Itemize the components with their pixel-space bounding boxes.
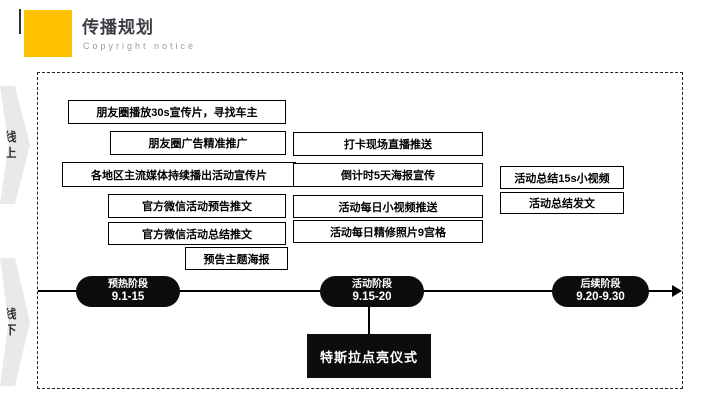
page-title: 传播规划 bbox=[82, 18, 154, 37]
activity-box: 朋友圈广告精准推广 bbox=[110, 131, 286, 155]
activity-box: 朋友圈播放30s宣传片，寻找车主 bbox=[68, 100, 286, 124]
timeline-phase-pill: 后续阶段 9.20-9.30 bbox=[552, 276, 649, 307]
phase-dates: 9.15-20 bbox=[352, 290, 392, 303]
activity-box: 各地区主流媒体持续播出活动宣传片 bbox=[62, 162, 296, 187]
timeline-phase-pill: 活动阶段 9.15-20 bbox=[320, 276, 424, 307]
phase-name: 预热阶段 bbox=[108, 279, 148, 291]
dashed-frame bbox=[37, 72, 683, 389]
activity-box: 打卡现场直播推送 bbox=[293, 132, 483, 156]
page-subtitle: Copyright notice bbox=[83, 41, 197, 51]
activity-box: 活动每日精修照片9宫格 bbox=[293, 220, 483, 243]
timeline-arrowhead-icon bbox=[672, 285, 682, 297]
header-accent-tick bbox=[19, 9, 21, 34]
activity-box: 预告主题海报 bbox=[185, 247, 288, 270]
lane-label-offline: 线下 bbox=[4, 306, 17, 337]
phase-dates: 9.1-15 bbox=[111, 290, 145, 303]
timeline-phase-pill: 预热阶段 9.1-15 bbox=[76, 276, 180, 307]
event-box: 特斯拉点亮仪式 bbox=[307, 334, 431, 378]
lane-arrow-offline: 线下 bbox=[0, 258, 30, 386]
activity-box: 活动总结发文 bbox=[500, 192, 624, 214]
activity-box: 官方微信活动预告推文 bbox=[108, 194, 286, 218]
activity-box: 官方微信活动总结推文 bbox=[108, 222, 286, 245]
phase-dates: 9.20-9.30 bbox=[576, 290, 625, 303]
lane-arrow-online: 线上 bbox=[0, 86, 30, 204]
activity-box: 倒计时5天海报宣传 bbox=[293, 163, 483, 187]
yellow-logo-square bbox=[24, 10, 72, 57]
activity-box: 活动每日小视频推送 bbox=[293, 195, 483, 218]
phase-name: 后续阶段 bbox=[580, 279, 621, 291]
lane-label-online: 线上 bbox=[4, 129, 17, 160]
event-connector-line bbox=[368, 307, 370, 335]
activity-box: 活动总结15s小视频 bbox=[500, 166, 624, 189]
phase-name: 活动阶段 bbox=[352, 279, 392, 291]
